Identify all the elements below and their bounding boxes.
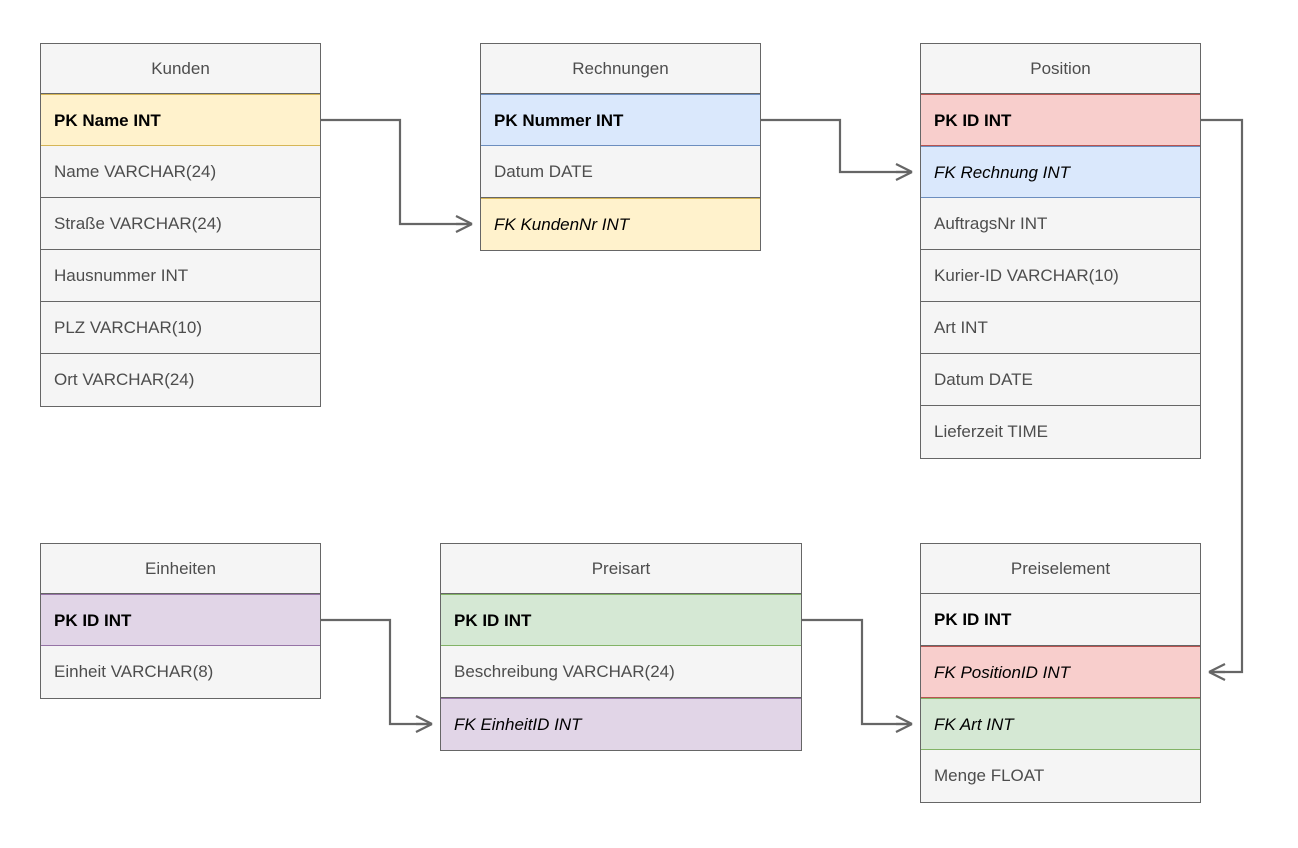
entity-row-attr[interactable]: Lieferzeit TIME <box>921 406 1200 458</box>
entity-row-pk[interactable]: PK ID INT <box>921 594 1200 646</box>
entity-row-attr[interactable]: PLZ VARCHAR(10) <box>41 302 320 354</box>
entity-row-attr[interactable]: Straße VARCHAR(24) <box>41 198 320 250</box>
entity-row-fk[interactable]: FK PositionID INT <box>921 646 1200 698</box>
entity-row-fk[interactable]: FK Art INT <box>921 698 1200 750</box>
entity-row-attr[interactable]: Name VARCHAR(24) <box>41 146 320 198</box>
entity-title-preisart: Preisart <box>441 544 801 594</box>
entity-row-pk[interactable]: PK ID INT <box>41 594 320 646</box>
connector-kunden-rechnungen <box>321 118 473 233</box>
entity-row-attr[interactable]: Ort VARCHAR(24) <box>41 354 320 406</box>
entity-row-pk[interactable]: PK Name INT <box>41 94 320 146</box>
entity-row-attr[interactable]: Einheit VARCHAR(8) <box>41 646 320 698</box>
entity-row-fk[interactable]: FK EinheitID INT <box>441 698 801 750</box>
entity-title-preiselement: Preiselement <box>921 544 1200 594</box>
entity-title-einheiten: Einheiten <box>41 544 320 594</box>
entity-row-attr[interactable]: Beschreibung VARCHAR(24) <box>441 646 801 698</box>
entity-row-attr[interactable]: Datum DATE <box>921 354 1200 406</box>
entity-row-attr[interactable]: Menge FLOAT <box>921 750 1200 802</box>
entity-row-attr[interactable]: Hausnummer INT <box>41 250 320 302</box>
entity-row-attr[interactable]: AuftragsNr INT <box>921 198 1200 250</box>
connector-einheiten-preisart <box>321 618 433 733</box>
connector-rechnungen-position <box>761 118 913 181</box>
entity-title-position: Position <box>921 44 1200 94</box>
entity-row-attr[interactable]: Datum DATE <box>481 146 760 198</box>
entity-row-attr[interactable]: Art INT <box>921 302 1200 354</box>
entity-row-pk[interactable]: PK ID INT <box>441 594 801 646</box>
connector-preisart-preiselement <box>802 618 913 733</box>
entity-row-attr[interactable]: Kurier-ID VARCHAR(10) <box>921 250 1200 302</box>
entity-row-fk[interactable]: FK Rechnung INT <box>921 146 1200 198</box>
entity-row-pk[interactable]: PK ID INT <box>921 94 1200 146</box>
entity-title-kunden: Kunden <box>41 44 320 94</box>
connector-position-preiselement <box>1201 118 1244 681</box>
entity-row-fk[interactable]: FK KundenNr INT <box>481 198 760 250</box>
entity-title-rechnungen: Rechnungen <box>481 44 760 94</box>
entity-row-pk[interactable]: PK Nummer INT <box>481 94 760 146</box>
